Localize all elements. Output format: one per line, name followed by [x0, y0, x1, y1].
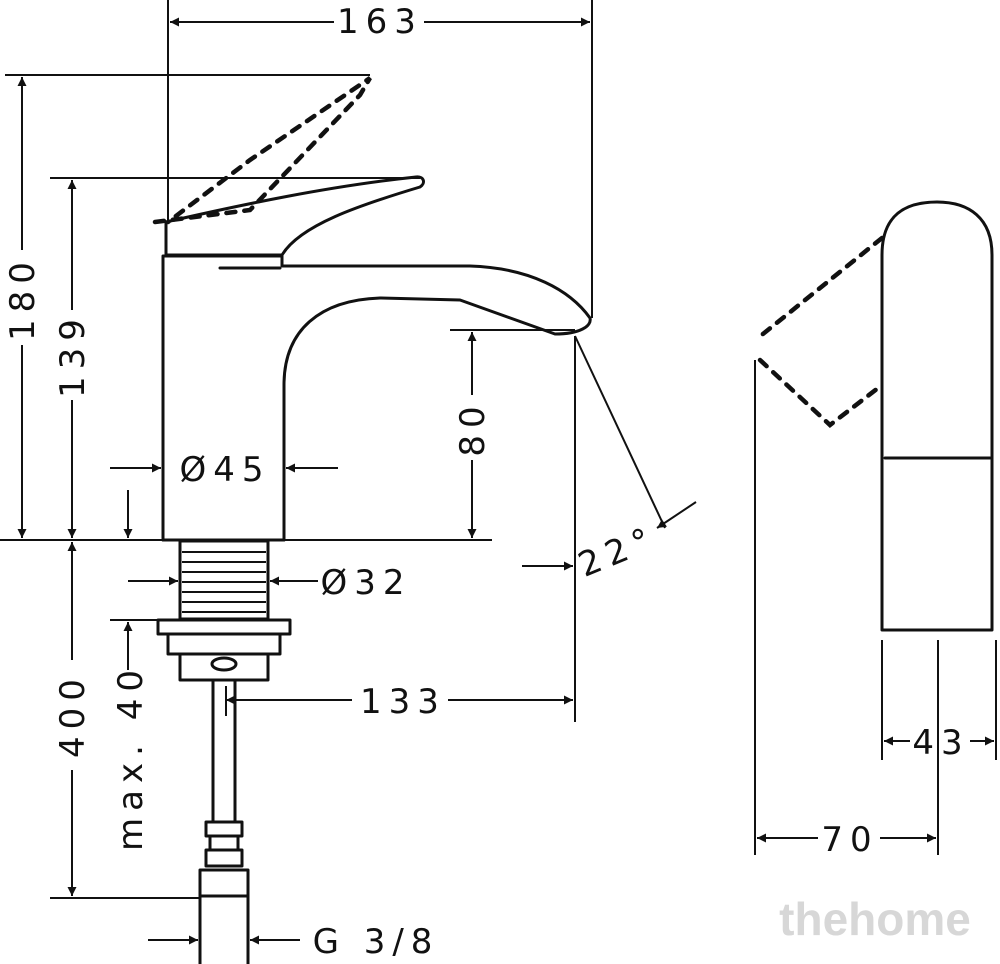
- label-body-diameter: Ø45: [179, 450, 270, 490]
- label-spout-clearance: 80: [453, 399, 493, 456]
- label-spout-body-height: 139: [53, 312, 93, 398]
- faucet-side-view: [152, 76, 592, 964]
- label-total-height: 180: [3, 255, 43, 341]
- dimension-lines: [17, 17, 697, 945]
- handle-front-view: [754, 200, 997, 855]
- label-max-counter-thickness: max. 40: [111, 663, 151, 851]
- label-handle-depth: 70: [821, 820, 878, 860]
- label-spout-angle: 22°: [573, 518, 663, 586]
- label-spout-reach: 133: [360, 682, 446, 722]
- label-connection-thread: G 3/8: [313, 922, 440, 962]
- extension-lines: [0, 0, 666, 899]
- label-handle-width: 43: [912, 723, 969, 763]
- label-shank-diameter: Ø32: [320, 563, 411, 603]
- label-total-length: 163: [337, 2, 423, 42]
- watermark-text: thehome: [779, 893, 971, 945]
- label-hose-length: 400: [53, 672, 93, 758]
